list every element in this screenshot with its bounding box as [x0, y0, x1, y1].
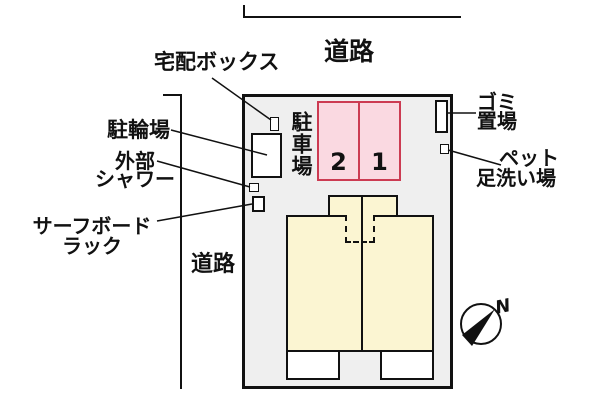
label-garbage-area: ゴミ 置場 — [477, 90, 517, 133]
parking-space-1: 1 — [371, 148, 388, 176]
label-surfboard-rack-line1: サーフボード — [32, 214, 152, 238]
outdoor-shower-marker — [249, 183, 259, 192]
parking-space-2: 2 — [319, 103, 360, 179]
label-road-top: 道路 — [324, 37, 375, 66]
north-label: N — [493, 295, 512, 319]
label-surfboard-rack-line2: ラック — [62, 234, 122, 258]
label-outdoor-shower-line2: シャワー — [95, 167, 175, 191]
surfboard-rack-marker — [252, 196, 265, 212]
bicycle-parking-area — [251, 133, 282, 178]
delivery-box-marker — [270, 117, 279, 131]
pet-foot-wash-marker — [440, 144, 449, 154]
label-pet-foot-wash-line1: ペット — [499, 146, 559, 170]
garbage-area-marker — [435, 100, 448, 133]
terrace-left — [286, 350, 340, 380]
building-unit-divider — [361, 197, 363, 351]
label-surfboard-rack: サーフボード ラック — [24, 216, 160, 256]
parking-lot-label: 駐車場 — [289, 111, 314, 177]
leader-pet-foot-wash — [447, 149, 502, 166]
leader-surfboard-rack — [156, 203, 253, 222]
terrace-right — [380, 350, 434, 380]
road-edge-top — [243, 5, 461, 18]
entrance-notch-dashed — [345, 215, 375, 243]
label-outdoor-shower-line1: 外部 — [115, 149, 155, 173]
compass-needle — [462, 309, 495, 346]
parking-area: 2 1 — [317, 101, 401, 181]
label-road-left: 道路 — [191, 252, 236, 277]
label-bicycle-parking: 駐輪場 — [107, 118, 170, 142]
label-pet-foot-wash-line2: 足洗い場 — [476, 166, 556, 190]
label-garbage-area-line2: 置場 — [477, 109, 517, 133]
compass-icon: N — [460, 295, 513, 346]
label-garbage-area-line1: ゴミ — [477, 90, 517, 114]
compass-circle — [460, 303, 502, 345]
building-entrance-porch — [328, 195, 398, 217]
label-outdoor-shower: 外部 シャワー — [78, 149, 192, 191]
label-delivery-box: 宅配ボックス — [154, 50, 280, 74]
